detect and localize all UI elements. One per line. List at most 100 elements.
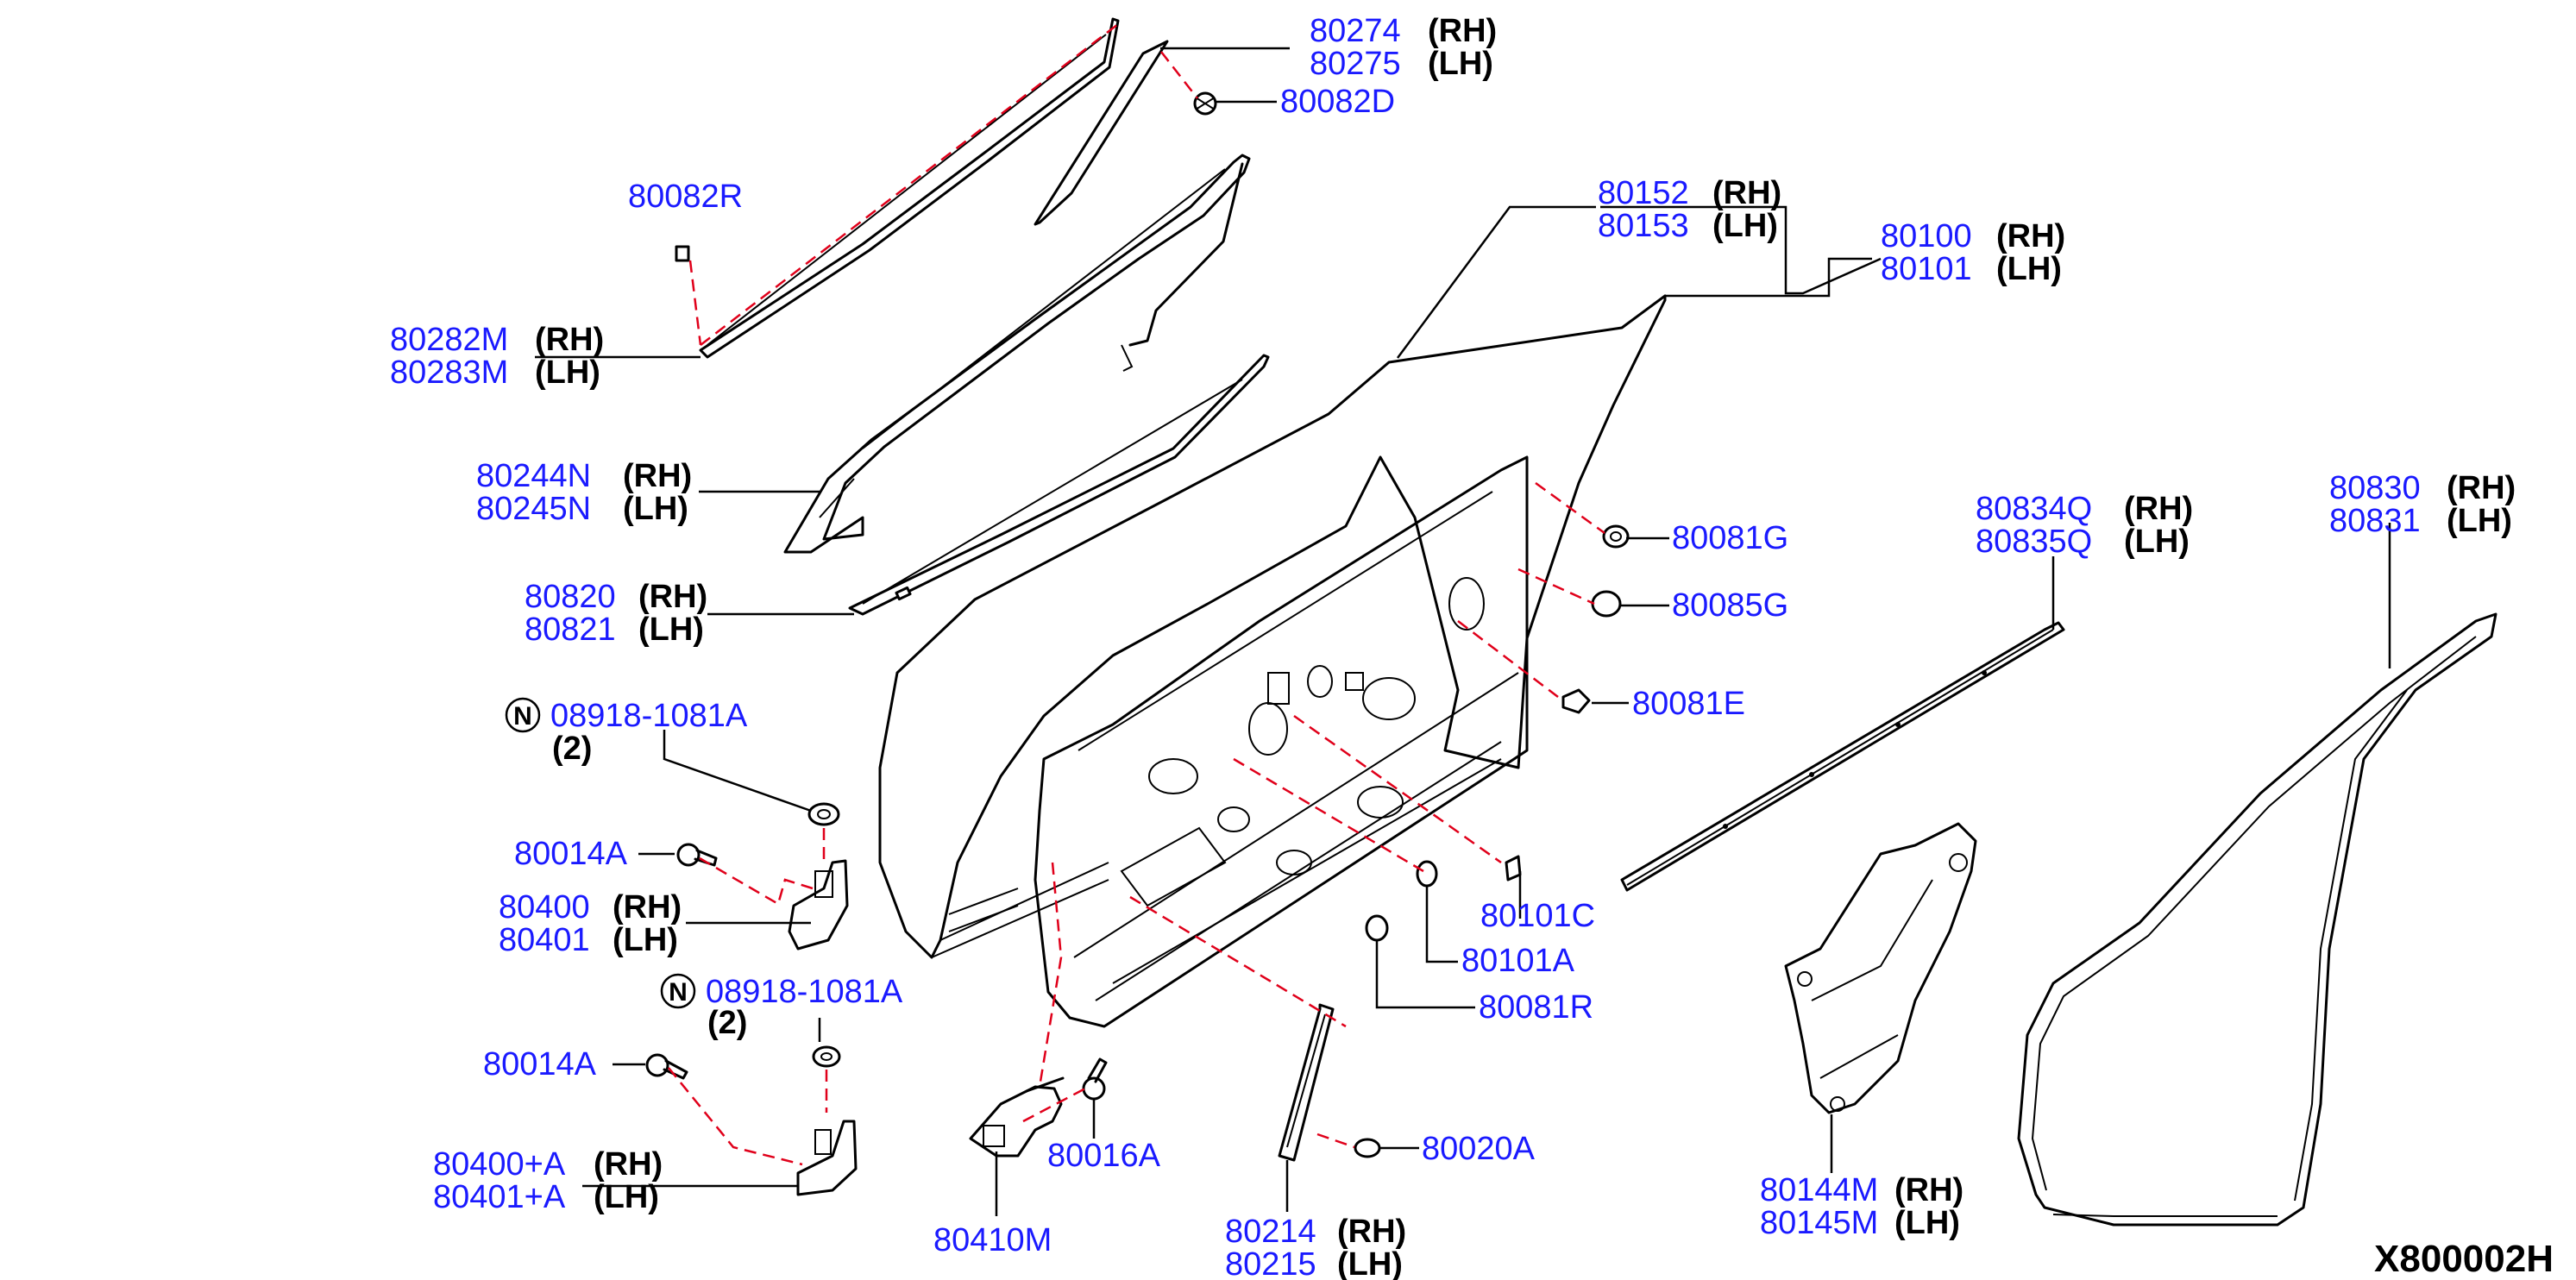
callout-80153-pn: 80153 <box>1598 208 1689 244</box>
callout-80401A-pn: 80401+A <box>433 1179 566 1215</box>
callout-80400A-80401A[interactable]: 80400+A (RH) 80401+A (LH) <box>433 1146 663 1215</box>
upper-hinge-drawing[interactable] <box>788 859 849 951</box>
roof-molding-drawing[interactable] <box>699 17 1120 359</box>
callout-80275-side: (LH) <box>1428 46 1493 82</box>
callout-80144M-side: (RH) <box>1894 1172 1963 1208</box>
callout-80274-side: (RH) <box>1428 13 1497 49</box>
n-marker: N <box>669 978 688 1007</box>
door-module-drawing[interactable] <box>1784 822 1977 1114</box>
callout-08918-upper[interactable]: N 08918-1081A (2) <box>505 697 748 767</box>
callout-80831-pn: 80831 <box>2329 503 2421 539</box>
callout-80835Q-side: (LH) <box>2124 524 2190 560</box>
callout-80830-side: (RH) <box>2447 470 2516 506</box>
callout-80152-pn: 80152 <box>1598 175 1689 211</box>
callout-80274-pn: 80274 <box>1310 13 1401 49</box>
callout-80820-pn: 80820 <box>525 579 616 615</box>
callout-80152-side: (RH) <box>1712 175 1781 211</box>
callout-80834Q-80835Q[interactable]: 80834Q (RH) 80835Q (LH) <box>1976 491 2193 560</box>
callout-80100-80101[interactable]: 80100 (RH) 80101 (LH) <box>1881 218 2065 287</box>
callout-80101A[interactable]: 80101A <box>1461 943 1575 979</box>
bolt-80016A-drawing[interactable] <box>1082 1057 1108 1101</box>
callout-80834Q-pn: 80834Q <box>1976 491 2092 527</box>
callout-80820-side: (RH) <box>638 579 707 615</box>
callout-80821-pn: 80821 <box>525 612 616 648</box>
callout-80401A-side: (LH) <box>594 1179 659 1215</box>
callout-80014A-upper[interactable]: 80014A <box>514 836 628 872</box>
door-weatherstrip-drawing[interactable] <box>2017 612 2497 1227</box>
lower-hinge-drawing[interactable] <box>796 1120 858 1196</box>
callout-08918-lower[interactable]: N 08918-1081A (2) <box>660 973 903 1041</box>
outer-belt-molding-drawing[interactable] <box>848 354 1270 616</box>
sash-channel-drawing[interactable] <box>1278 1003 1335 1162</box>
door-check-drawing[interactable] <box>969 1076 1065 1158</box>
callout-80244N-side: (RH) <box>623 458 692 494</box>
plug-80081R-drawing[interactable] <box>1365 914 1389 942</box>
callout-80100-side: (RH) <box>1996 218 2065 254</box>
inner-door-panel-drawing[interactable] <box>1034 455 1529 1028</box>
callout-80214-80215[interactable]: 80214 (RH) 80215 (LH) <box>1225 1214 1406 1280</box>
clip-80085G-drawing[interactable] <box>1591 590 1622 618</box>
clip-80020A-drawing[interactable] <box>1354 1138 1381 1158</box>
callout-80101C[interactable]: 80101C <box>1480 898 1595 934</box>
callout-80020A[interactable]: 80020A <box>1422 1131 1536 1167</box>
callout-08918-lower-qty: (2) <box>707 1005 747 1041</box>
callout-80244N-pn: 80244N <box>476 458 591 494</box>
callout-80101-side: (LH) <box>1996 251 2062 287</box>
callout-80283M-pn: 80283M <box>390 355 508 391</box>
callout-80282M-80283M[interactable]: 80282M (RH) 80283M (LH) <box>390 322 604 391</box>
bolt-80014A-upper-drawing[interactable] <box>676 843 718 867</box>
n-marker-circle-icon <box>660 973 696 1009</box>
clip-80081G-drawing[interactable] <box>1602 524 1630 549</box>
callout-08918-lower-pn: 08918-1081A <box>706 974 903 1010</box>
callout-80282M-side: (RH) <box>535 322 604 358</box>
callout-80821-side: (LH) <box>638 612 704 648</box>
nut-08918-upper-drawing[interactable] <box>807 802 840 826</box>
callout-80215-side: (LH) <box>1337 1246 1403 1280</box>
callout-80081R[interactable]: 80081R <box>1479 989 1593 1026</box>
bolt-80014A-lower-drawing[interactable] <box>645 1053 688 1080</box>
callout-80400-80401[interactable]: 80400 (RH) 80401 (LH) <box>499 889 682 958</box>
callout-80081G[interactable]: 80081G <box>1672 520 1788 556</box>
callout-80085G[interactable]: 80085G <box>1672 587 1788 624</box>
seal-80101C-drawing[interactable] <box>1505 855 1522 882</box>
callout-80145M-side: (LH) <box>1894 1205 1960 1241</box>
clip-80082D-drawing[interactable] <box>1193 91 1217 116</box>
callout-80014A-lower[interactable]: 80014A <box>483 1046 597 1082</box>
callout-80275-pn: 80275 <box>1310 46 1401 82</box>
callout-80830-pn: 80830 <box>2329 470 2421 506</box>
callout-80400-pn: 80400 <box>499 889 590 925</box>
leader-lines <box>535 47 2391 1216</box>
callout-08918-upper-qty: (2) <box>552 731 592 767</box>
pillar-finisher-drawing[interactable] <box>1034 40 1169 226</box>
callout-80400A-side: (RH) <box>594 1146 663 1183</box>
front-door-shell-drawing[interactable] <box>878 294 1667 959</box>
callout-80152-80153[interactable]: 80152 (RH) 80153 (LH) <box>1598 175 1781 244</box>
callout-80100-pn: 80100 <box>1881 218 1972 254</box>
callout-80820-80821[interactable]: 80820 (RH) 80821 (LH) <box>525 579 707 648</box>
diagram-code: X800002H <box>2374 1238 2554 1280</box>
callout-80830-80831[interactable]: 80830 (RH) 80831 (LH) <box>2329 470 2516 539</box>
callout-80835Q-pn: 80835Q <box>1976 524 2092 560</box>
callout-80274-80275[interactable]: 80274 (RH) 80275 (LH) <box>1310 13 1497 82</box>
callout-80831-side: (LH) <box>2447 503 2512 539</box>
clip-80082R-drawing[interactable] <box>675 245 690 262</box>
door-sash-drawing[interactable] <box>783 154 1251 554</box>
inside-weatherstrip-drawing[interactable] <box>1620 621 2065 892</box>
callout-80144M-80145M[interactable]: 80144M (RH) 80145M (LH) <box>1760 1172 1963 1241</box>
callout-80214-side: (RH) <box>1337 1214 1406 1250</box>
callout-80101-pn: 80101 <box>1881 251 1972 287</box>
callout-80410M[interactable]: 80410M <box>933 1222 1052 1258</box>
callout-80244N-80245N[interactable]: 80244N (RH) 80245N (LH) <box>476 458 692 527</box>
callout-80214-pn: 80214 <box>1225 1214 1316 1250</box>
callout-80215-pn: 80215 <box>1225 1246 1316 1280</box>
callout-80081E[interactable]: 80081E <box>1632 686 1745 722</box>
clip-80081E-drawing[interactable] <box>1561 688 1591 714</box>
plug-80101A-drawing[interactable] <box>1416 860 1438 888</box>
callout-80082D[interactable]: 80082D <box>1280 84 1395 120</box>
callout-80153-side: (LH) <box>1712 208 1778 244</box>
reference-lines <box>668 23 1605 1166</box>
callout-80016A[interactable]: 80016A <box>1047 1138 1161 1174</box>
nut-08918-lower-drawing[interactable] <box>812 1045 841 1068</box>
callout-80082R[interactable]: 80082R <box>628 179 743 215</box>
